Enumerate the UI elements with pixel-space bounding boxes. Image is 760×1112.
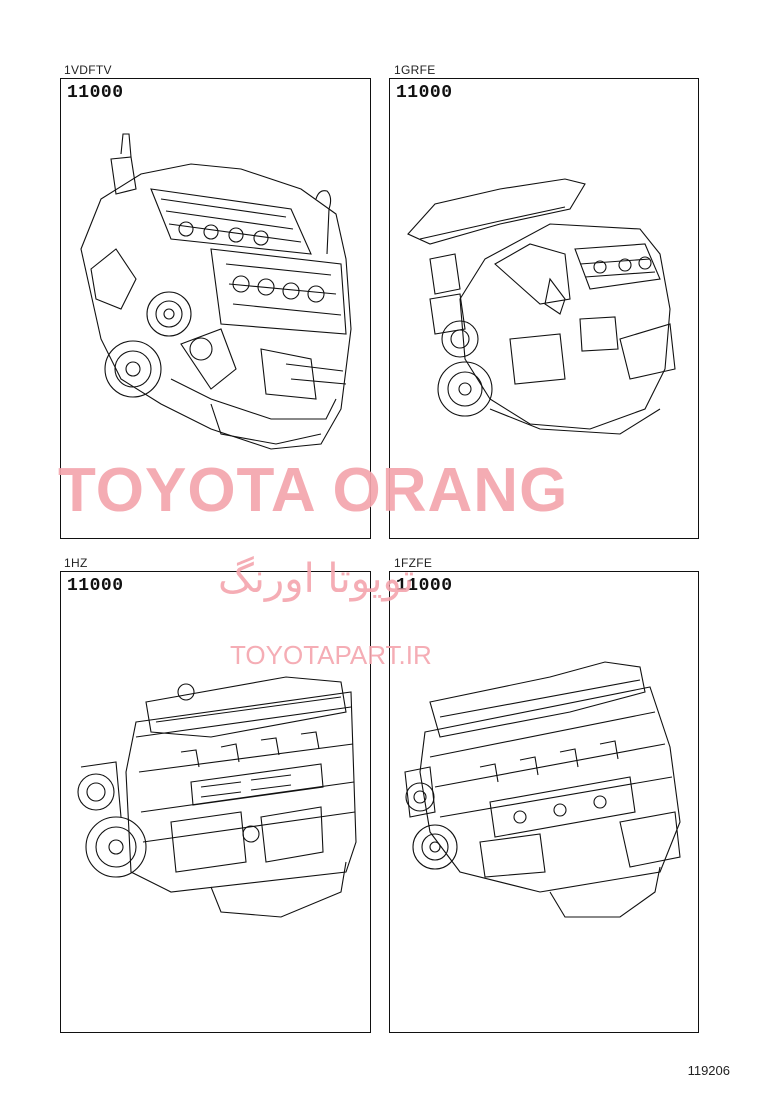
part-number: 11000 bbox=[396, 83, 453, 103]
engine-code-label: 1FZFE bbox=[394, 556, 433, 570]
engine-panel-1hz[interactable]: 11000 bbox=[60, 571, 371, 1033]
engine-code-label: 1GRFE bbox=[394, 63, 436, 77]
engine-code-label: 1HZ bbox=[64, 556, 88, 570]
part-number: 11000 bbox=[67, 83, 124, 103]
engine-code-label: 1VDFTV bbox=[64, 63, 112, 77]
engine-panel-1grfe[interactable]: 11000 bbox=[389, 78, 699, 539]
diagram-number: 119206 bbox=[687, 1063, 730, 1078]
v8-engine-illustration bbox=[80, 133, 352, 450]
inline6-diesel-engine-illustration bbox=[77, 676, 357, 918]
v6-engine-illustration bbox=[407, 178, 676, 435]
part-number: 11000 bbox=[396, 576, 453, 596]
part-number: 11000 bbox=[67, 576, 124, 596]
inline6-gasoline-engine-illustration bbox=[404, 661, 681, 918]
engine-panel-1vdftv[interactable]: 11000 bbox=[60, 78, 371, 539]
engine-panel-1fzfe[interactable]: 11000 bbox=[389, 571, 699, 1033]
